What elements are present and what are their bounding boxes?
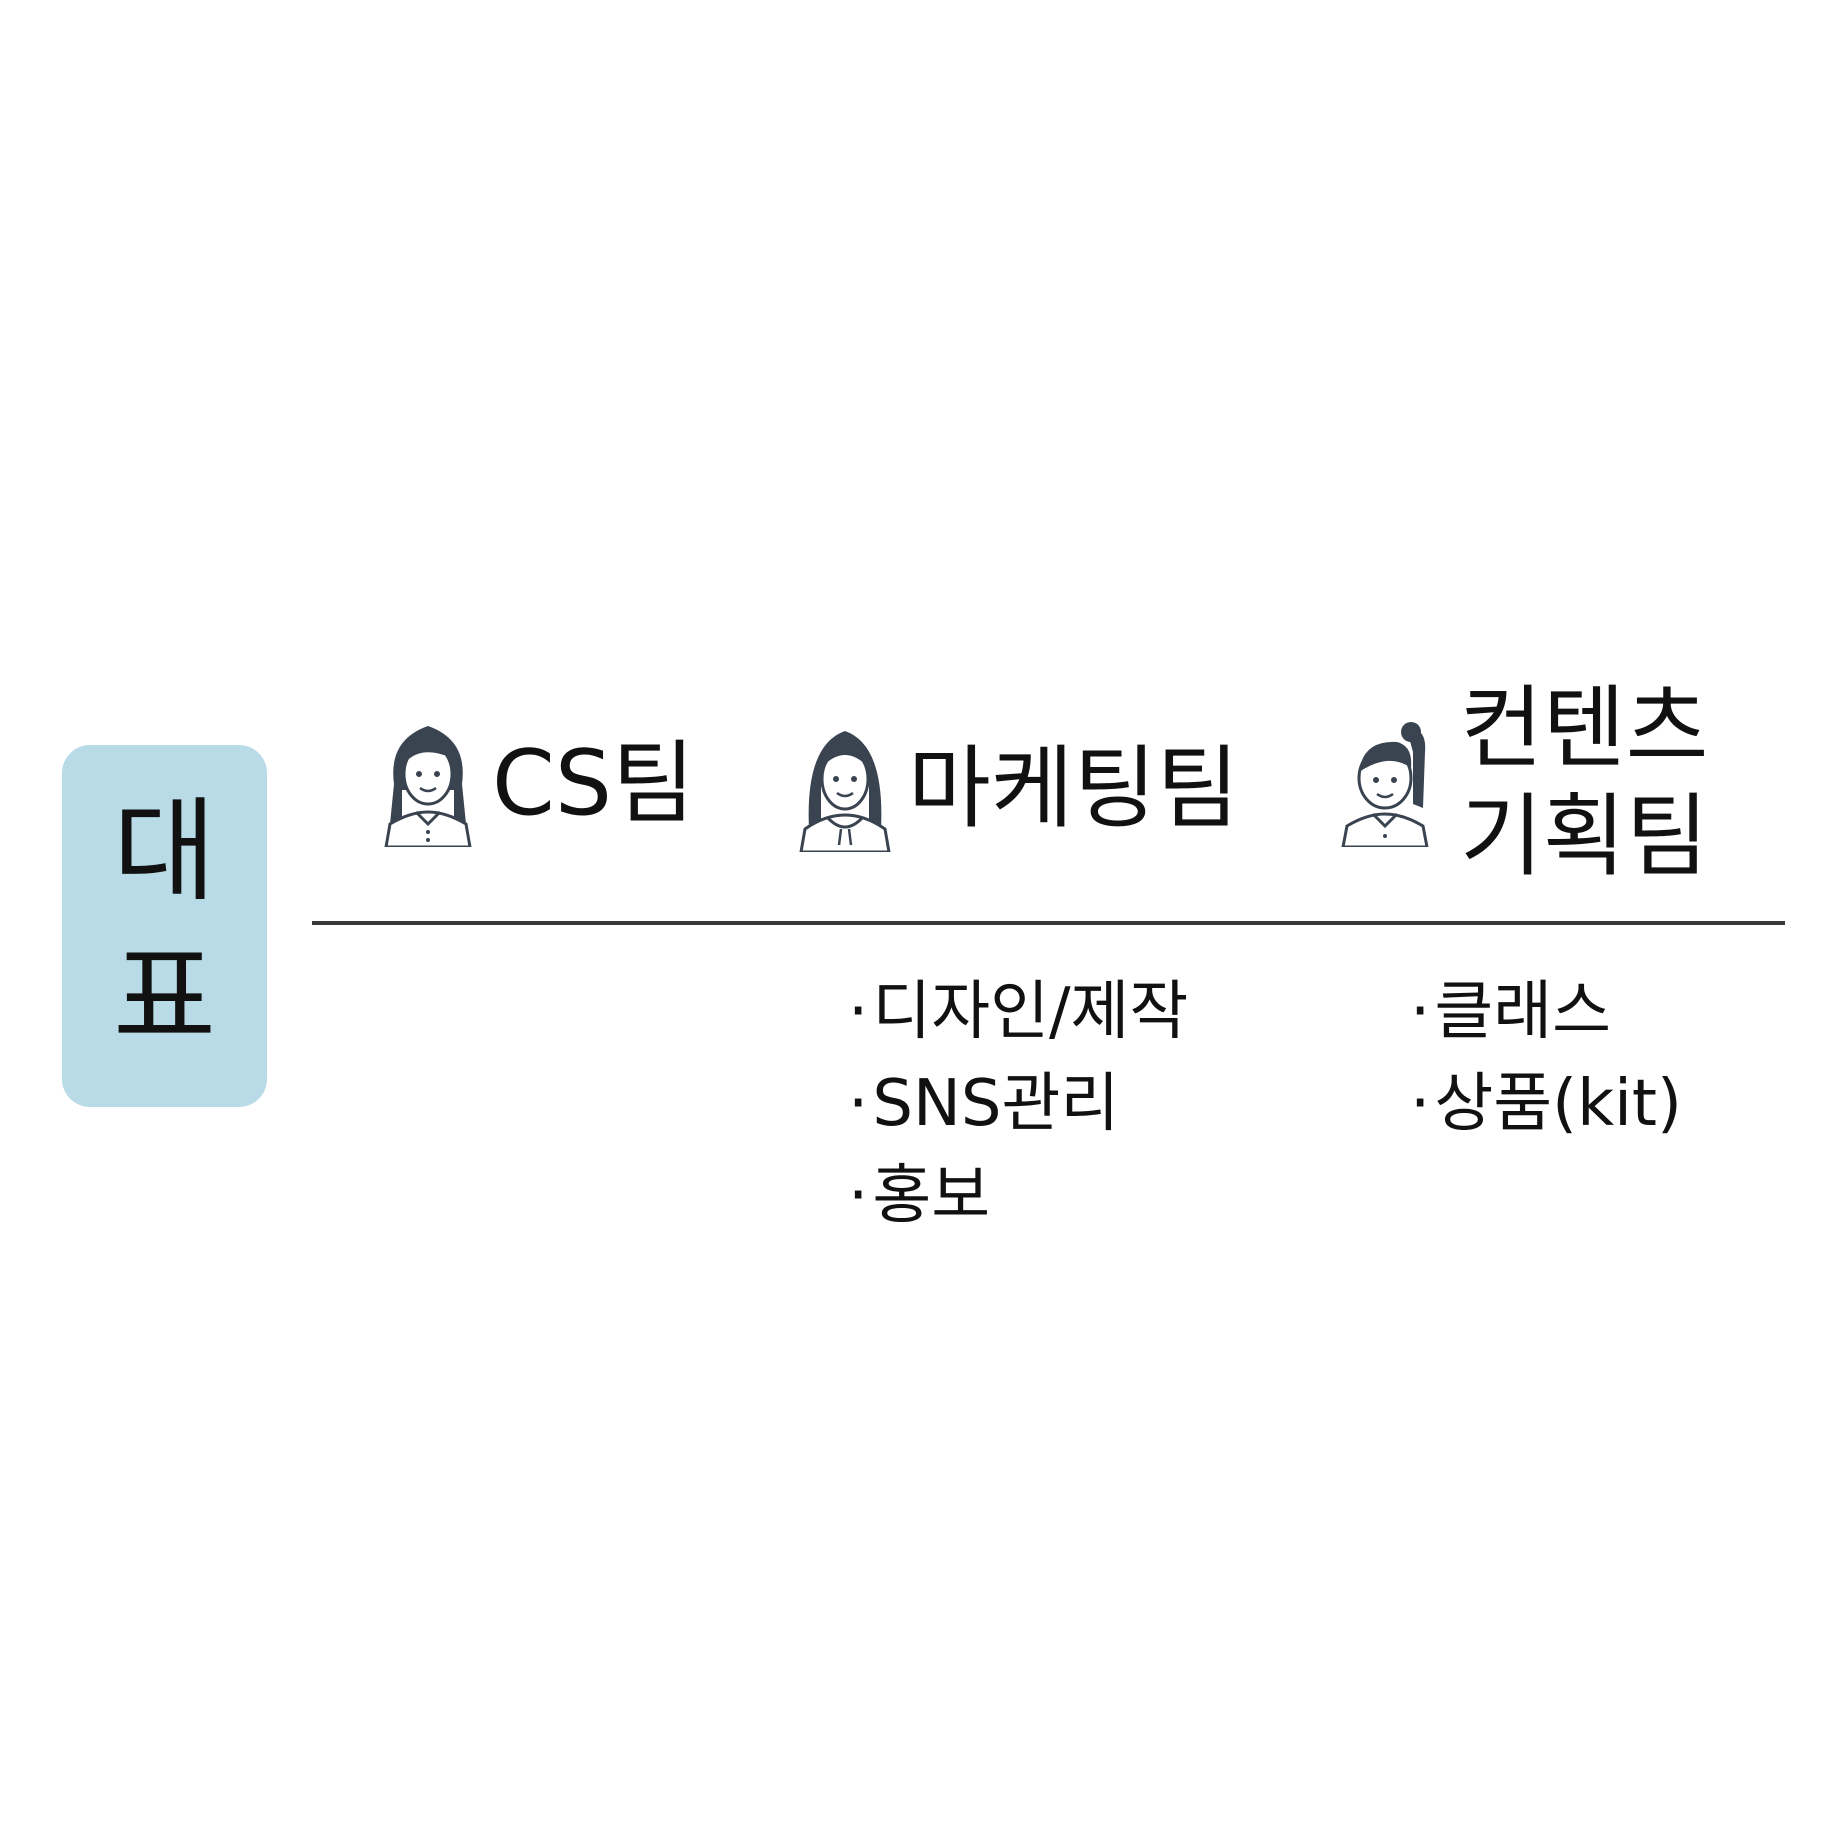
hoodie-avatar-icon — [799, 731, 891, 852]
ceo-label-char: 대 — [112, 787, 217, 918]
ceo-box: 대 표 — [62, 745, 267, 1107]
ceo-label-char: 표 — [112, 933, 217, 1063]
team-name-marketing: 마케팅팀 — [908, 735, 1239, 843]
ponytail-avatar-icon — [1341, 722, 1429, 847]
team-name-line: 기획팀 — [1460, 784, 1709, 889]
duty-item: 클래스 — [1410, 966, 1682, 1058]
woman-avatar-icon — [384, 726, 472, 847]
team-name-line: CS팀 — [492, 731, 695, 836]
team-name-line: 컨텐츠 — [1460, 676, 1709, 781]
team-name-line: 마케팅팀 — [908, 736, 1240, 841]
duty-item: 홍보 — [848, 1150, 1188, 1242]
team-name-contents: 컨텐츠 기획팀 — [1460, 675, 1708, 891]
divider-line — [312, 921, 1785, 925]
contents-duty-list: 클래스 상품(kit) — [1410, 966, 1682, 1150]
marketing-duty-list: 디자인/제작 SNS관리 홍보 — [848, 966, 1188, 1242]
team-name-cs: CS팀 — [492, 730, 695, 838]
duty-item: 상품(kit) — [1410, 1058, 1682, 1150]
duty-item: 디자인/제작 — [848, 966, 1188, 1058]
duty-item: SNS관리 — [848, 1058, 1188, 1150]
